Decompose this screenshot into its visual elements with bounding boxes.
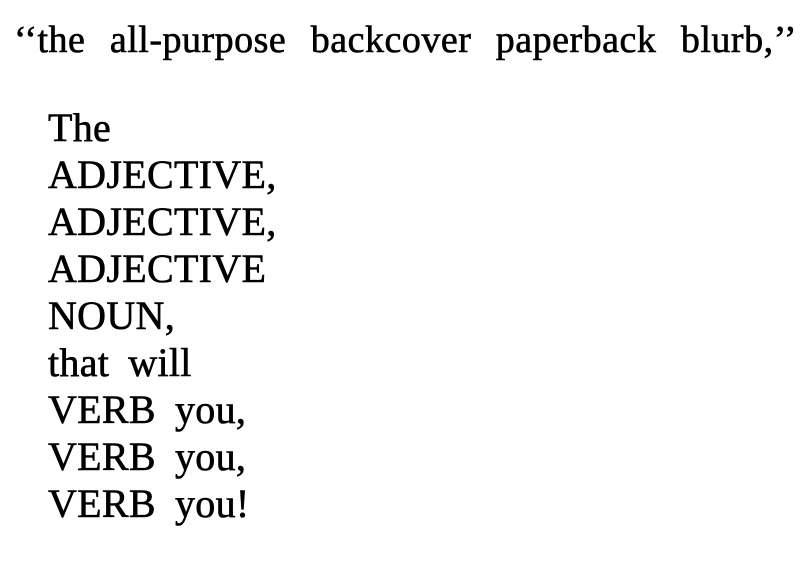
blurb-line: VERB you,	[48, 434, 247, 480]
blurb-line: The	[48, 105, 112, 151]
heading-quote: ‘‘the all-purpose backcover paperback bl…	[14, 19, 798, 61]
blurb-line: ADJECTIVE,	[48, 152, 277, 198]
blurb-line: VERB you!	[48, 481, 250, 527]
blurb-block: The ADJECTIVE, ADJECTIVE, ADJECTIVE NOUN…	[48, 104, 277, 527]
blurb-line: ADJECTIVE	[48, 246, 267, 292]
blurb-line: VERB you,	[48, 387, 247, 433]
blurb-line: ADJECTIVE,	[48, 199, 277, 245]
blurb-line: NOUN,	[48, 293, 176, 339]
blurb-line: that will	[48, 340, 192, 386]
